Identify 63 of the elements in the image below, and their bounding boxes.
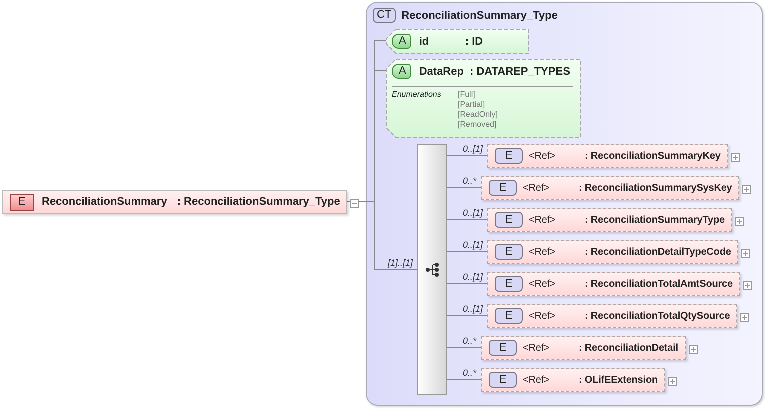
element-name: <Ref> [529,214,557,226]
edge-label: 0..* [463,176,477,186]
element-name: <Ref> [523,374,551,386]
edge-label: [1]..[1] [388,258,414,268]
type-name: : DATAREP_TYPES [470,66,570,78]
element-box [481,368,665,392]
enumerations-label: Enumerations [392,90,442,99]
connector-line [346,202,418,270]
element-name: <Ref> [529,278,557,290]
element-box [487,144,728,168]
element-marker: E [489,372,517,388]
edge-label: 0..[1] [463,272,484,282]
element-marker: E [10,194,34,210]
element-name: <Ref> [529,310,557,322]
edge-label: 0..[1] [463,240,484,250]
type-name: : ReconciliationTotalQtySource [585,310,730,322]
element-box [481,336,686,360]
type-name: : ReconciliationDetailTypeCode [585,246,732,258]
attribute-marker: A [392,64,412,79]
complex-type-marker: CT [373,8,396,23]
type-name: : ReconciliationDetail [579,342,678,354]
type-name: : ReconciliationSummary_Type [177,196,340,208]
attribute-box [386,29,529,54]
type-name: : ReconciliationSummaryType [585,214,725,226]
edge-label: 0..[1] [463,304,484,314]
element-box [487,272,740,296]
element-marker: E [489,340,517,356]
element-box [481,176,740,200]
element-marker: E [495,308,523,324]
edge-label: 0..* [463,336,477,346]
element-name: <Ref> [523,182,551,194]
attribute-box [386,59,581,138]
element-name: ReconciliationSummary [42,196,168,208]
type-name: : ReconciliationSummarySysKey [579,182,732,194]
element-name: <Ref> [529,246,557,258]
enumeration-value: [Removed] [458,120,498,130]
element-box [487,240,738,264]
edge-label: 0..[1] [463,144,484,154]
element-box [487,208,732,232]
element-marker: E [495,212,523,228]
element-marker: E [495,276,523,292]
complex-type-name: ReconciliationSummary_Type [402,10,558,22]
attribute-marker: A [392,34,412,49]
type-name: : ID [465,36,484,48]
enumeration-value: [ReadOnly] [458,110,498,120]
edge-label: 0..[1] [463,208,484,218]
edge-label: 0..* [463,368,477,378]
element-marker: E [489,180,517,196]
attribute-name: DataRep [419,66,464,78]
element-name: <Ref> [529,150,557,162]
type-name: : ReconciliationSummaryKey [585,150,721,162]
type-name: : OLifEExtension [579,374,658,386]
element-marker: E [495,244,523,260]
element-name: <Ref> [523,342,551,354]
type-name: : ReconciliationTotalAmtSource [585,278,733,290]
element-marker: E [495,148,523,164]
enumeration-value: [Partial] [458,100,486,110]
sequence-bar [417,144,447,395]
attribute-name: id [419,36,430,48]
complex-type-panel [366,2,763,406]
element-box [487,304,738,328]
element-box [2,190,348,214]
enumeration-value: [Full] [458,90,476,100]
